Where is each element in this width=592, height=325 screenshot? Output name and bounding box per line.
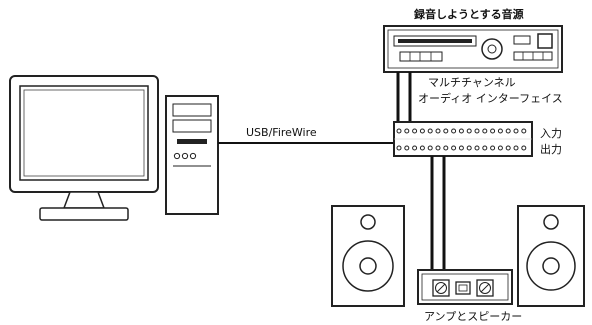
output-jack (474, 145, 480, 151)
input-jack (458, 128, 464, 134)
computer-monitor (9, 75, 159, 221)
input-jack (451, 128, 457, 134)
interface-label-line1: マルチチャンネル (428, 76, 516, 89)
output-jack (451, 145, 457, 151)
connection-label: USB/FireWire (246, 126, 317, 139)
input-jack (513, 128, 519, 134)
input-jack (505, 128, 511, 134)
right-speaker (517, 205, 585, 307)
output-jack (482, 145, 488, 151)
input-jack (419, 128, 425, 134)
input-jack (466, 128, 472, 134)
input-jack (404, 128, 410, 134)
interface-label-line2: オーディオ インターフェイス (418, 91, 563, 105)
audio-source-device (383, 25, 563, 73)
input-jack (412, 128, 418, 134)
output-label: 出力 (540, 142, 562, 156)
input-jack (521, 128, 527, 134)
amplifier (417, 269, 513, 305)
output-jack (412, 145, 418, 151)
input-jack (490, 128, 496, 134)
output-jack (497, 145, 503, 151)
input-jack (435, 128, 441, 134)
output-jack (490, 145, 496, 151)
input-jack (396, 128, 402, 134)
output-jack (419, 145, 425, 151)
output-jack (521, 145, 527, 151)
output-jack (458, 145, 464, 151)
output-jack (435, 145, 441, 151)
audio-interface (393, 121, 533, 157)
output-jack (505, 145, 511, 151)
computer-tower (165, 95, 219, 215)
output-jack (404, 145, 410, 151)
input-jack (497, 128, 503, 134)
input-jack (427, 128, 433, 134)
output-jack (466, 145, 472, 151)
amp-speakers-label: アンプとスピーカー (424, 310, 522, 323)
output-jack (443, 145, 449, 151)
output-jack (427, 145, 433, 151)
audio-source-label: 録音しようとする音源 (414, 7, 524, 21)
output-jack (513, 145, 519, 151)
output-jack (396, 145, 402, 151)
input-label: 入力 (540, 127, 562, 140)
input-jack (482, 128, 488, 134)
input-jack (443, 128, 449, 134)
interface-jacks (396, 128, 527, 151)
left-speaker (331, 205, 405, 307)
input-jack (474, 128, 480, 134)
